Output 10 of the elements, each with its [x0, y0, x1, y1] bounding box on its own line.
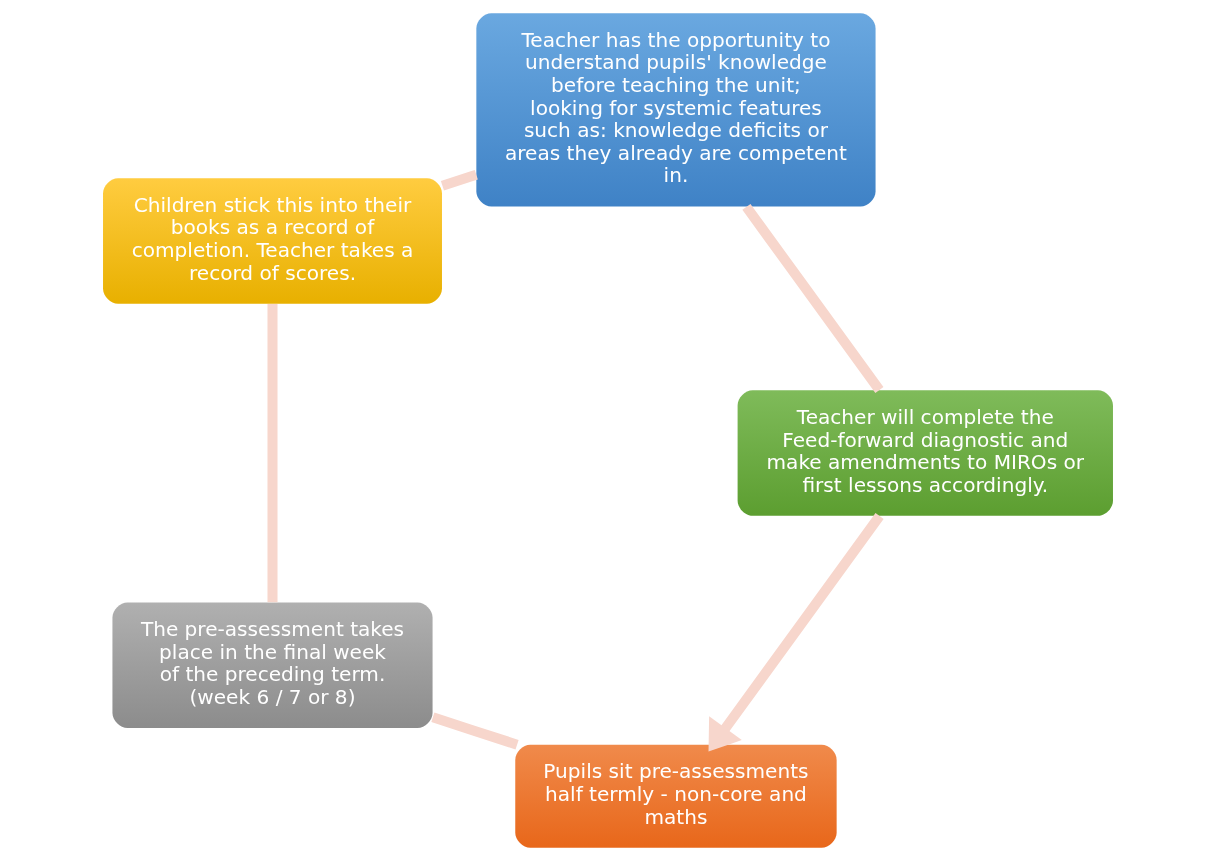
- node-box: Pupils sit pre-assessments half termly - non-core and maths: [514, 744, 837, 848]
- node-box: Teacher will complete the Feed-forward diagnostic and make amendments to MIROs or first lessons accordingly.: [737, 390, 1113, 516]
- node-box: The pre-assessment takes place in the final week of the preceding term. (week 6 / 7 or 8): [111, 602, 433, 728]
- connector: [430, 712, 519, 750]
- node-box: Children stick this into their books as a record of completion. Teacher takes a record of scores.: [102, 178, 442, 304]
- node-box: Teacher has the opportunity to understand pupils' knowledge before teaching the unit; looking for systemic features such as: knowledge deficits or areas they already are competent in.: [475, 13, 876, 207]
- connector: [440, 170, 478, 191]
- arrow: [708, 513, 884, 752]
- connector: [741, 203, 883, 393]
- connector: [267, 304, 277, 603]
